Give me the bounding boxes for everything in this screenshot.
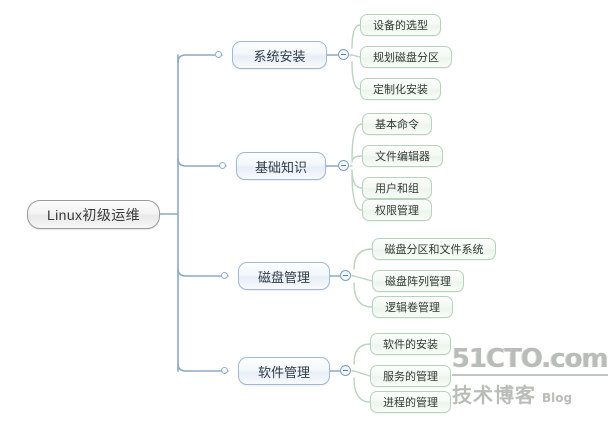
link-group-4-child-2 bbox=[353, 370, 371, 377]
branch-node-label: 软件管理 bbox=[257, 364, 310, 380]
link-group-1-child-1 bbox=[351, 24, 361, 49]
leaf-node-label: 磁盘分区和文件系统 bbox=[384, 244, 484, 256]
branch-1-collapse-toggle-icon[interactable] bbox=[338, 49, 349, 60]
link-group-2-child-1 bbox=[351, 123, 363, 160]
link-group-3-child-3 bbox=[353, 282, 373, 308]
leaf-node[interactable]: 基本命令 bbox=[362, 113, 432, 135]
leaf-node-label: 软件的安装 bbox=[383, 339, 438, 351]
link-group-2-child-3 bbox=[351, 169, 363, 189]
leaf-node[interactable]: 逻辑卷管理 bbox=[372, 296, 453, 318]
leaf-node[interactable]: 磁盘阵列管理 bbox=[372, 270, 464, 292]
root-node-label: Linux初级运维 bbox=[46, 206, 141, 223]
leaf-node[interactable]: 磁盘分区和文件系统 bbox=[372, 238, 496, 260]
branch-3-collapse-toggle-icon[interactable] bbox=[340, 270, 351, 281]
leaf-node-label: 权限管理 bbox=[375, 205, 419, 217]
leaf-node[interactable]: 用户和组 bbox=[362, 177, 432, 199]
branch-node-label: 系统安装 bbox=[253, 48, 306, 64]
branch-node-disk-management[interactable]: 磁盘管理 bbox=[238, 262, 330, 290]
leaf-node[interactable]: 文件编辑器 bbox=[362, 145, 443, 167]
leaf-node-label: 用户和组 bbox=[375, 183, 419, 195]
branch-node-label: 磁盘管理 bbox=[257, 269, 310, 285]
leaf-node-label: 逻辑卷管理 bbox=[385, 302, 440, 314]
branch-3-connector-dot bbox=[221, 272, 228, 279]
link-group-3-child-2 bbox=[353, 275, 373, 282]
leaf-node-label: 设备的选型 bbox=[373, 20, 428, 32]
link-group-4-child-3 bbox=[353, 377, 371, 403]
leaf-node[interactable]: 进程的管理 bbox=[370, 391, 451, 413]
leaf-node[interactable]: 定制化安装 bbox=[360, 78, 441, 100]
leaf-node[interactable]: 设备的选型 bbox=[360, 14, 441, 36]
leaf-node-label: 服务的管理 bbox=[383, 371, 438, 383]
branch-node-basic-knowledge[interactable]: 基础知识 bbox=[236, 152, 326, 180]
leaf-node-label: 进程的管理 bbox=[383, 397, 438, 409]
branch-2-connector-dot bbox=[219, 162, 226, 169]
watermark-subtitle-row: 技术博客 Blog bbox=[452, 379, 600, 408]
leaf-node[interactable]: 服务的管理 bbox=[370, 365, 451, 387]
leaf-node-label: 基本命令 bbox=[375, 119, 419, 131]
branch-4-connector-dot bbox=[221, 367, 228, 374]
leaf-node-label: 定制化安装 bbox=[373, 84, 428, 96]
branch-2-collapse-toggle-icon[interactable] bbox=[338, 160, 349, 171]
leaf-node-label: 文件编辑器 bbox=[375, 151, 430, 163]
link-group-1-child-3 bbox=[351, 61, 361, 90]
branch-node-label: 基础知识 bbox=[254, 159, 307, 175]
watermark-cn-text: 技术博客 bbox=[452, 383, 536, 407]
watermark-blog-text: Blog bbox=[542, 391, 573, 405]
watermark: 51CTO.com 技术博客 Blog bbox=[452, 345, 608, 408]
leaf-node[interactable]: 软件的安装 bbox=[370, 333, 451, 355]
link-group-4-child-1 bbox=[353, 343, 371, 365]
branch-4-collapse-toggle-icon[interactable] bbox=[340, 365, 351, 376]
leaf-node[interactable]: 规划磁盘分区 bbox=[360, 46, 452, 68]
leaf-node-label: 磁盘阵列管理 bbox=[385, 276, 451, 288]
leaf-node-label: 规划磁盘分区 bbox=[373, 52, 439, 64]
watermark-site: 51CTO.com bbox=[452, 344, 608, 376]
branch-node-software-management[interactable]: 软件管理 bbox=[238, 357, 330, 385]
link-group-3-child-1 bbox=[353, 248, 373, 270]
branch-1-connector-dot bbox=[215, 51, 222, 58]
link-group-2-child-4 bbox=[351, 172, 363, 211]
link-group-2-child-2 bbox=[351, 155, 363, 163]
branch-node-system-install[interactable]: 系统安装 bbox=[232, 41, 327, 69]
leaf-node[interactable]: 权限管理 bbox=[362, 199, 432, 221]
root-node[interactable]: Linux初级运维 bbox=[27, 200, 160, 229]
link-group-1-child-2 bbox=[351, 54, 361, 58]
